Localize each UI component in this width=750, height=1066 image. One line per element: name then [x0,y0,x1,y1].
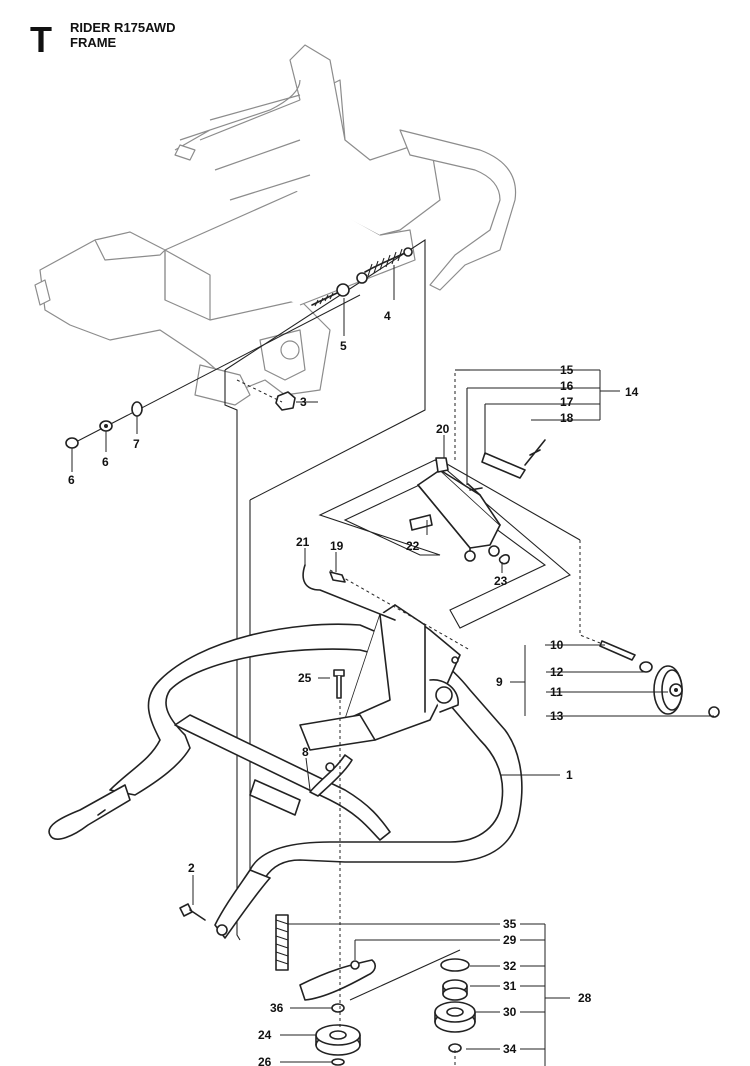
callout-12: 12 [550,665,564,679]
idler-arm [275,914,377,1001]
callout-34: 34 [503,1042,517,1056]
height-bracket-assembly [409,439,546,565]
callout-11: 11 [550,685,563,699]
callout-18: 18 [560,411,574,425]
pivot-hardware [65,391,296,449]
callout-1: 1 [566,768,573,782]
chassis-ghost [34,44,517,406]
callout-6-inner: 6 [102,455,109,469]
section-letter: T [30,19,52,60]
callout-35: 35 [503,917,517,931]
pivot-axis-line [69,294,361,446]
callout-19: 19 [330,539,344,553]
pin-guide [329,569,471,651]
callout-36: 36 [270,1001,284,1015]
callout-14: 14 [625,385,639,399]
callout-5: 5 [340,339,347,353]
pulley-stack-right [434,958,476,1053]
callout-23: 23 [494,574,508,588]
callout-10: 10 [550,638,564,652]
bolt-2 [179,903,206,921]
callout-26: 26 [258,1055,272,1066]
callout-8: 8 [302,745,309,759]
callout-16: 16 [560,379,574,393]
callout-17: 17 [560,395,574,409]
adjuster-rod [302,564,396,621]
callout-3: 3 [300,395,307,409]
pulley-stack-left [315,1003,361,1066]
callout-21: 21 [296,535,310,549]
callout-32: 32 [503,959,517,973]
callout-9: 9 [496,675,503,689]
bolt-25 [333,669,345,699]
wheel-axis [579,540,601,644]
group-title: FRAME [70,35,117,50]
nut-guide [236,379,283,403]
callout-28: 28 [578,991,592,1005]
tension-spring [356,247,413,284]
callout-15: 15 [560,363,574,377]
hair-clip [309,754,353,797]
callout-22: 22 [406,539,420,553]
callout-31: 31 [503,979,517,993]
callout-4: 4 [384,309,391,323]
gauge-wheel-assembly [599,640,720,718]
callout-2: 2 [188,861,195,875]
callout-13: 13 [550,709,564,723]
lift-bracket [299,604,461,751]
callout-29: 29 [503,933,517,947]
callout-20: 20 [436,422,450,436]
callout-30: 30 [503,1005,517,1019]
model-title: RIDER R175AWD [70,20,176,35]
assembly-outlines [224,238,581,1001]
leader-lines [71,265,714,1066]
callout-25: 25 [298,671,312,685]
callout-24: 24 [258,1028,272,1042]
callout-6-outer: 6 [68,473,75,487]
callout-labels: 1 2 3 4 5 6 6 7 8 9 10 11 12 13 14 15 16… [68,309,639,1066]
eyebolt [311,283,350,307]
callout-7: 7 [133,437,140,451]
